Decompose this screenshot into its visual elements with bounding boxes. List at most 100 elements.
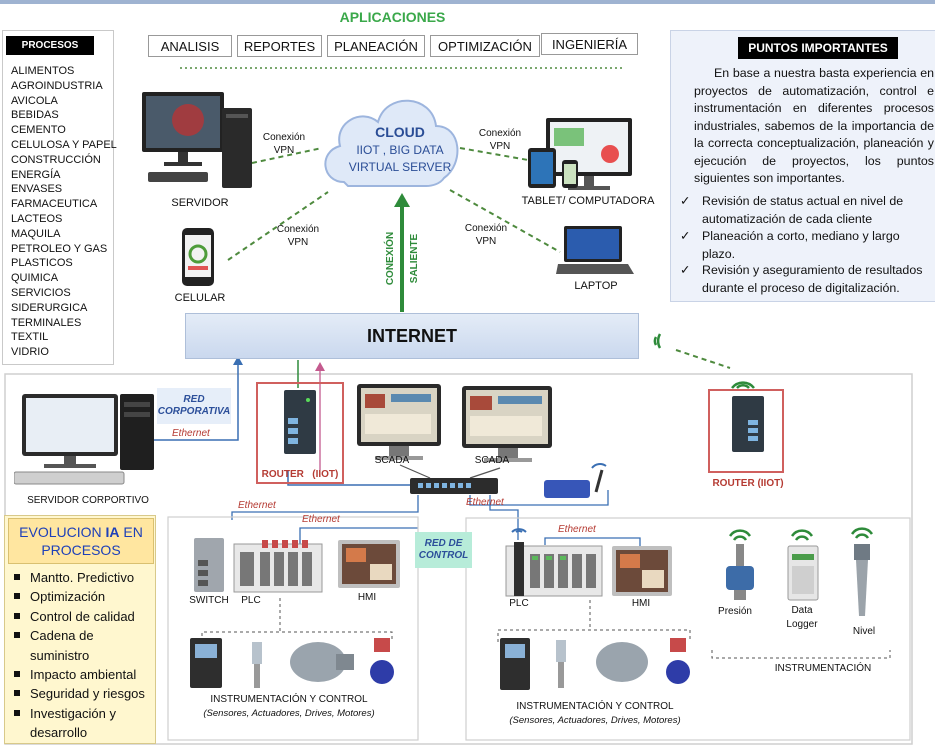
procesos-panel bbox=[2, 30, 114, 365]
red-control-line2: CONTROL bbox=[418, 550, 469, 561]
evolucion-item: Investigación y desarrollo bbox=[12, 704, 152, 743]
instr-control-left-sub: (Sensores, Actuadores, Drives, Motores) bbox=[203, 708, 375, 719]
router-iiot-frame bbox=[256, 382, 344, 484]
vpn-line2: VPN bbox=[489, 141, 511, 152]
vpn-line2: VPN bbox=[287, 237, 309, 248]
router-text: ROUTER bbox=[261, 469, 304, 480]
proceso-item: TEXTIL bbox=[11, 331, 49, 344]
switch-icon bbox=[194, 538, 224, 592]
procesos-list: ALIMENTOS AGROINDUSTRIA AVICOLA BEBIDAS … bbox=[11, 64, 117, 360]
evo-title-1: EVOLUCION bbox=[19, 524, 102, 540]
cloud-icon bbox=[324, 99, 459, 187]
servidor-icon bbox=[142, 92, 252, 188]
network-switch-icon bbox=[410, 478, 498, 494]
evolucion-item: Mantto. Predictivo bbox=[12, 568, 152, 587]
puntos-item-2: ✓Planeación a corto, mediano y largo pla… bbox=[680, 228, 930, 263]
scada-monitor-2-icon bbox=[462, 386, 552, 462]
proceso-item: ALIMENTOS bbox=[11, 65, 75, 77]
evolucion-item: Cadena de suministro bbox=[12, 626, 152, 665]
evolucion-list: Mantto. Predictivo Optimización Control … bbox=[12, 568, 152, 743]
presion-label: Presión bbox=[718, 606, 752, 617]
vpn-line1: Conexión bbox=[464, 223, 508, 234]
proceso-item: FARMACEUTICA bbox=[11, 198, 98, 211]
red-corp-line1: RED bbox=[183, 394, 205, 405]
scada-label-1: SCADA bbox=[374, 455, 410, 466]
vpn-line1: Conexión bbox=[276, 224, 320, 235]
proceso-item: VIDRIO bbox=[11, 346, 49, 359]
app-optimizacion-button[interactable]: OPTIMIZACIÓN bbox=[430, 35, 540, 57]
proceso-item: LACTEOS bbox=[11, 212, 63, 225]
instr-control-left-label: INSTRUMENTACIÓN Y CONTROL bbox=[210, 694, 368, 705]
ethernet-label-3: Ethernet bbox=[466, 497, 504, 508]
servidor-corporativo-icon bbox=[14, 394, 154, 485]
celular-icon bbox=[182, 228, 214, 286]
tablet-computadora-icon bbox=[528, 118, 632, 190]
proceso-item: BEBIDAS bbox=[11, 109, 59, 122]
instr-control-right-sub: (Sensores, Actuadores, Drives, Motores) bbox=[509, 715, 681, 726]
router-iiot-label: ROUTER (IIOT) bbox=[258, 469, 342, 480]
conexion-text: CONEXIÓN bbox=[385, 231, 397, 285]
instrumentacion-label: INSTRUMENTACIÓN bbox=[774, 663, 872, 674]
instrumentacion-left-icons bbox=[190, 638, 394, 688]
wireless-gateway-icon bbox=[544, 463, 607, 498]
router-iiot-right-label: ROUTER (IIOT) bbox=[712, 478, 784, 489]
data-logger-icon bbox=[787, 529, 819, 601]
proceso-item: MAQUILA bbox=[11, 227, 61, 240]
app-analisis-button[interactable]: ANALISIS bbox=[148, 35, 232, 57]
ethernet-label-2: Ethernet bbox=[302, 514, 340, 525]
hmi-left-icon bbox=[338, 540, 400, 588]
plc-right-label: PLC bbox=[509, 598, 529, 609]
router-tag: (IIOT) bbox=[312, 469, 339, 480]
presion-sensor-icon bbox=[726, 529, 754, 600]
plc-right-icon bbox=[505, 542, 603, 597]
instr-control-right-label: INSTRUMENTACIÓN Y CONTROL bbox=[516, 701, 674, 712]
laptop-label: LAPTOP bbox=[574, 280, 618, 292]
internet-bar: INTERNET bbox=[185, 313, 639, 359]
conexion-saliente-label-2: SALIENTE bbox=[408, 210, 422, 306]
proceso-item: CELULOSA Y PAPEL bbox=[11, 138, 117, 151]
procesos-title: PROCESOS bbox=[6, 36, 94, 55]
ethernet-label-1: Ethernet bbox=[238, 500, 276, 511]
cloud-line1: IIOT , BIG DATA bbox=[356, 143, 444, 157]
proceso-item: AVICOLA bbox=[11, 94, 58, 107]
data-logger-line1: Data bbox=[791, 605, 813, 616]
wifi-icon bbox=[653, 333, 662, 349]
router-right-icon bbox=[732, 396, 764, 452]
proceso-item: SIDERURGICA bbox=[11, 301, 88, 314]
nivel-label: Nivel bbox=[852, 626, 876, 637]
switch-label: SWITCH bbox=[189, 595, 229, 606]
celular-label: CELULAR bbox=[174, 292, 226, 304]
app-reportes-button[interactable]: REPORTES bbox=[237, 35, 322, 57]
evolucion-item: Impacto ambiental bbox=[12, 665, 152, 684]
evolucion-title: EVOLUCION IA EN PROCESOS bbox=[8, 518, 154, 564]
proceso-item: PLASTICOS bbox=[11, 257, 73, 270]
proceso-item: QUIMICA bbox=[11, 272, 59, 285]
puntos-intro: En base a nuestra basta experiencia en p… bbox=[694, 66, 934, 185]
data-logger-line2: Logger bbox=[786, 619, 818, 630]
app-ingenieria-button[interactable]: INGENIERÍA bbox=[541, 33, 638, 55]
instrumentacion-right-icons bbox=[500, 638, 690, 690]
servidor-corporativo-label: SERVIDOR CORPORTIVO bbox=[27, 495, 149, 506]
evo-title-2: EN bbox=[123, 524, 143, 540]
router-iiot-icon bbox=[284, 390, 316, 454]
proceso-item: AGROINDUSTRIA bbox=[11, 79, 103, 92]
conexion-saliente-label-1: CONEXIÓN bbox=[384, 210, 398, 306]
wifi-plc-right-icon bbox=[511, 528, 527, 533]
puntos-item-3: ✓Revisión y aseguramiento de resultados … bbox=[680, 262, 930, 297]
scada-monitor-1-icon bbox=[357, 384, 441, 460]
check-icon: ✓ bbox=[680, 263, 691, 277]
hmi-left-label: HMI bbox=[357, 592, 377, 603]
top-border bbox=[0, 0, 935, 4]
scada-label-2: SCADA bbox=[474, 455, 510, 466]
plc-left-icon bbox=[233, 540, 323, 593]
hmi-right-icon bbox=[612, 546, 672, 596]
check-icon: ✓ bbox=[680, 194, 691, 208]
vpn-line1: Conexión bbox=[262, 132, 306, 143]
app-planeacion-button[interactable]: PLANEACIÓN bbox=[327, 35, 425, 57]
